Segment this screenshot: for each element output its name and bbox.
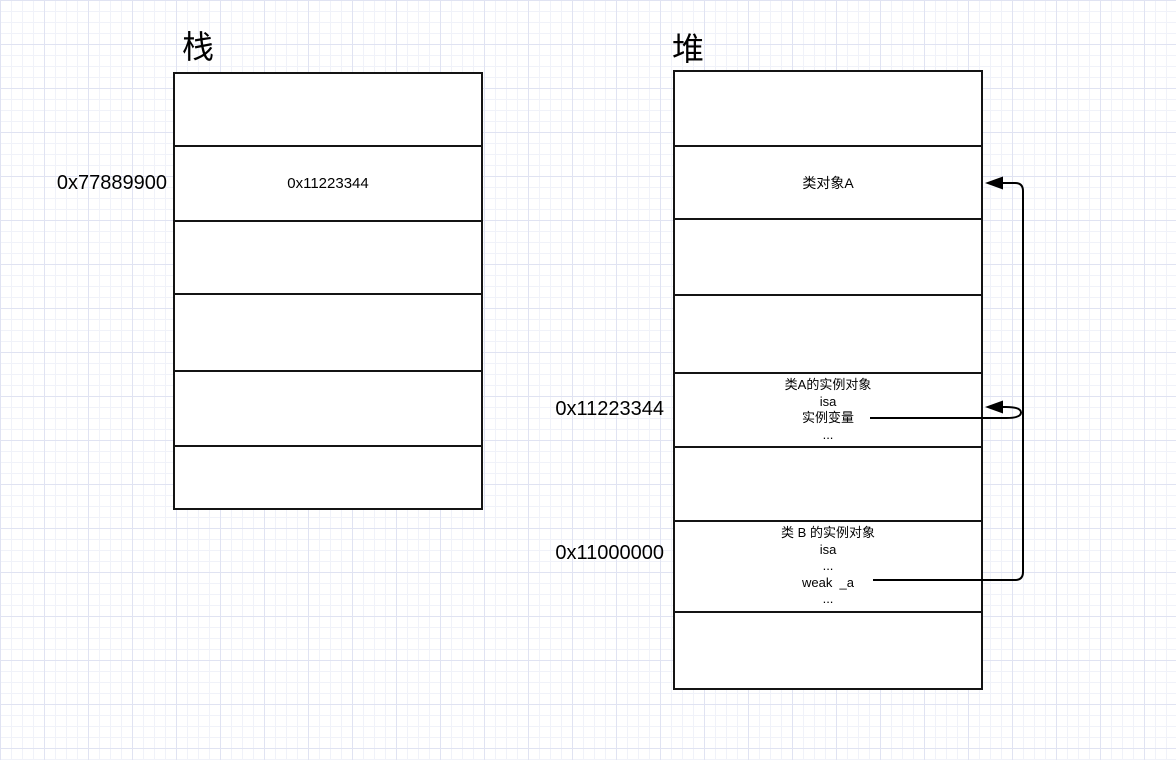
instance-b-weak-a: weak _a (801, 574, 855, 590)
heap-row-empty-2 (675, 220, 981, 296)
heap-row-empty-1 (675, 72, 981, 147)
instance-a-ellipsis: ... (822, 426, 834, 442)
heap-row-empty-4 (675, 448, 981, 522)
heap-row-empty-5 (675, 613, 981, 688)
stack-row-empty-1 (175, 74, 481, 147)
instance-b-ellipsis-1: ... (822, 558, 834, 574)
stack-row-empty-5 (175, 447, 481, 508)
stack-title: 栈 (182, 29, 215, 65)
stack-pointer-value: 0x11223344 (287, 175, 369, 192)
stack-table: 0x11223344 (173, 72, 483, 510)
instance-a-ivar: 实例变量 (801, 410, 854, 425)
arrowhead-into-class-object-a (985, 176, 1003, 190)
instance-b-isa: isa (819, 541, 837, 557)
heap-instance-b-address-label: 0x11000000 (555, 542, 664, 564)
instance-b-ellipsis-2: ... (822, 591, 834, 607)
heap-instance-a-address-label: 0x11223344 (555, 398, 664, 420)
heap-row-instance-a: 类A的实例对象 isa 实例变量 ... (675, 374, 981, 448)
stack-row-empty-2 (175, 222, 481, 295)
heap-row-class-object-a: 类对象A (675, 147, 981, 220)
heap-table: 类对象A 类A的实例对象 isa 实例变量 ... 类 B 的实例对象 isa … (673, 70, 983, 690)
stack-address-label: 0x77889900 (56, 172, 167, 194)
instance-b-title: 类 B 的实例对象 (781, 525, 875, 541)
instance-a-title: 类A的实例对象 (784, 377, 872, 392)
heap-row-empty-3 (675, 296, 981, 374)
instance-a-isa: isa (819, 393, 837, 409)
stack-row-pointer: 0x11223344 (175, 147, 481, 222)
stack-row-empty-4 (175, 372, 481, 447)
class-object-a-label: 类对象A (802, 174, 854, 191)
heap-row-instance-b: 类 B 的实例对象 isa ... weak _a ... (675, 522, 981, 613)
stack-row-empty-3 (175, 295, 481, 372)
arrowhead-into-instance-a (985, 400, 1003, 414)
heap-title: 堆 (672, 31, 705, 67)
